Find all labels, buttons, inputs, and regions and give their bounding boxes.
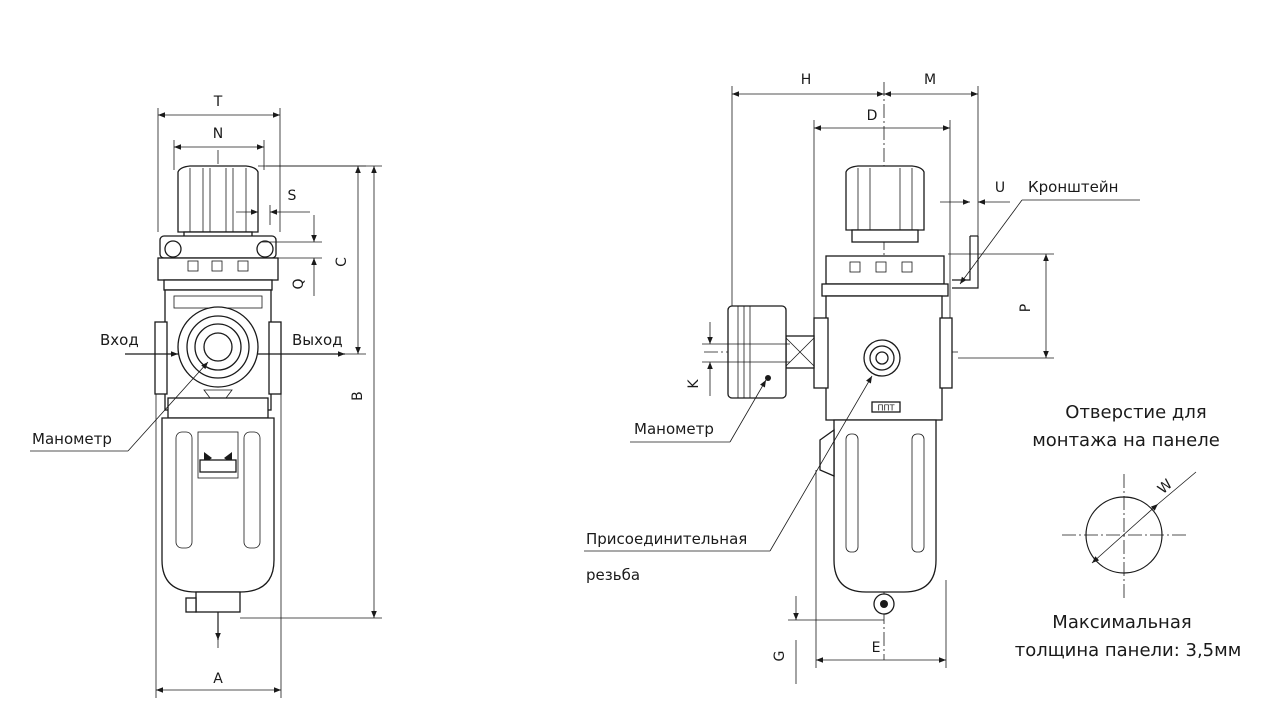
- dim-B-label: B: [350, 391, 366, 401]
- dim-A: A: [155, 394, 282, 698]
- front-gauge-callout: Манометр: [30, 361, 209, 452]
- side-mounting-bracket: [952, 235, 979, 289]
- dim-A-label: A: [213, 671, 223, 687]
- dim-P: P: [948, 253, 1054, 359]
- side-gauge-callout: Манометр: [630, 379, 767, 443]
- outlet-label: Выход: [292, 331, 343, 349]
- dim-G-label: G: [772, 651, 788, 662]
- dim-C-label: C: [334, 257, 350, 267]
- front-body: [154, 289, 282, 419]
- dim-D: D: [813, 108, 951, 318]
- dim-P-label: P: [1018, 304, 1034, 312]
- side-adjust-knob: [845, 165, 925, 243]
- dim-T-label: T: [213, 94, 223, 110]
- side-ring-nut: [821, 255, 949, 297]
- panel-note-line2: толщина панели: 3,5мм: [1015, 640, 1242, 661]
- thread-label-line2: резьба: [586, 566, 640, 584]
- dim-B: B: [240, 165, 382, 619]
- side-view: ППТ H M: [584, 72, 1140, 684]
- dim-M-label: M: [924, 72, 936, 88]
- front-view: T N S Q C: [30, 94, 382, 698]
- thread-callout: Присоединительная резьба: [584, 375, 873, 584]
- dim-H: H: [731, 72, 884, 306]
- dim-G: G: [772, 596, 884, 684]
- dim-K: K: [686, 322, 790, 396]
- thread-label-line1: Присоединительная: [586, 530, 747, 548]
- dim-Q: Q: [262, 215, 322, 296]
- dim-N: N: [173, 126, 265, 170]
- dim-D-label: D: [867, 108, 878, 124]
- dim-M: M: [884, 72, 979, 236]
- dim-N-label: N: [213, 126, 223, 142]
- bracket-callout: Кронштейн: [959, 178, 1140, 285]
- dim-E-label: E: [872, 640, 881, 656]
- inlet-label: Вход: [100, 331, 139, 349]
- dim-K-label: K: [686, 379, 702, 389]
- panel-hole-title-line1: Отверстие для: [1065, 402, 1206, 423]
- panel-hole-title-line2: монтажа на панеле: [1032, 430, 1220, 451]
- front-ring-nut: [157, 235, 279, 291]
- front-filter-bowl: [161, 417, 275, 613]
- panel-note-line1: Максимальная: [1052, 612, 1191, 633]
- dim-S: S: [236, 188, 310, 225]
- front-gauge-label: Манометр: [32, 430, 112, 448]
- bracket-label: Кронштейн: [1028, 178, 1118, 196]
- dim-Q-label: Q: [291, 278, 307, 289]
- dim-E: E: [815, 470, 947, 668]
- side-body: ППТ: [785, 295, 953, 421]
- side-gauge-label: Манометр: [634, 420, 714, 438]
- dim-S-label: S: [288, 188, 297, 204]
- front-adjust-knob: [177, 165, 259, 243]
- side-filter-bowl: [819, 419, 937, 615]
- dim-H-label: H: [801, 72, 812, 88]
- panel-hole-view: Отверстие для монтажа на панеле W Максим…: [1015, 402, 1242, 661]
- dim-W-label: W: [1155, 476, 1176, 497]
- side-body-mark: ППТ: [878, 404, 895, 413]
- dim-U: U: [940, 180, 1010, 205]
- dim-U-label: U: [995, 180, 1005, 196]
- dim-T: T: [157, 94, 281, 232]
- dim-W-line: [1091, 503, 1159, 564]
- side-pressure-gauge: [727, 305, 787, 399]
